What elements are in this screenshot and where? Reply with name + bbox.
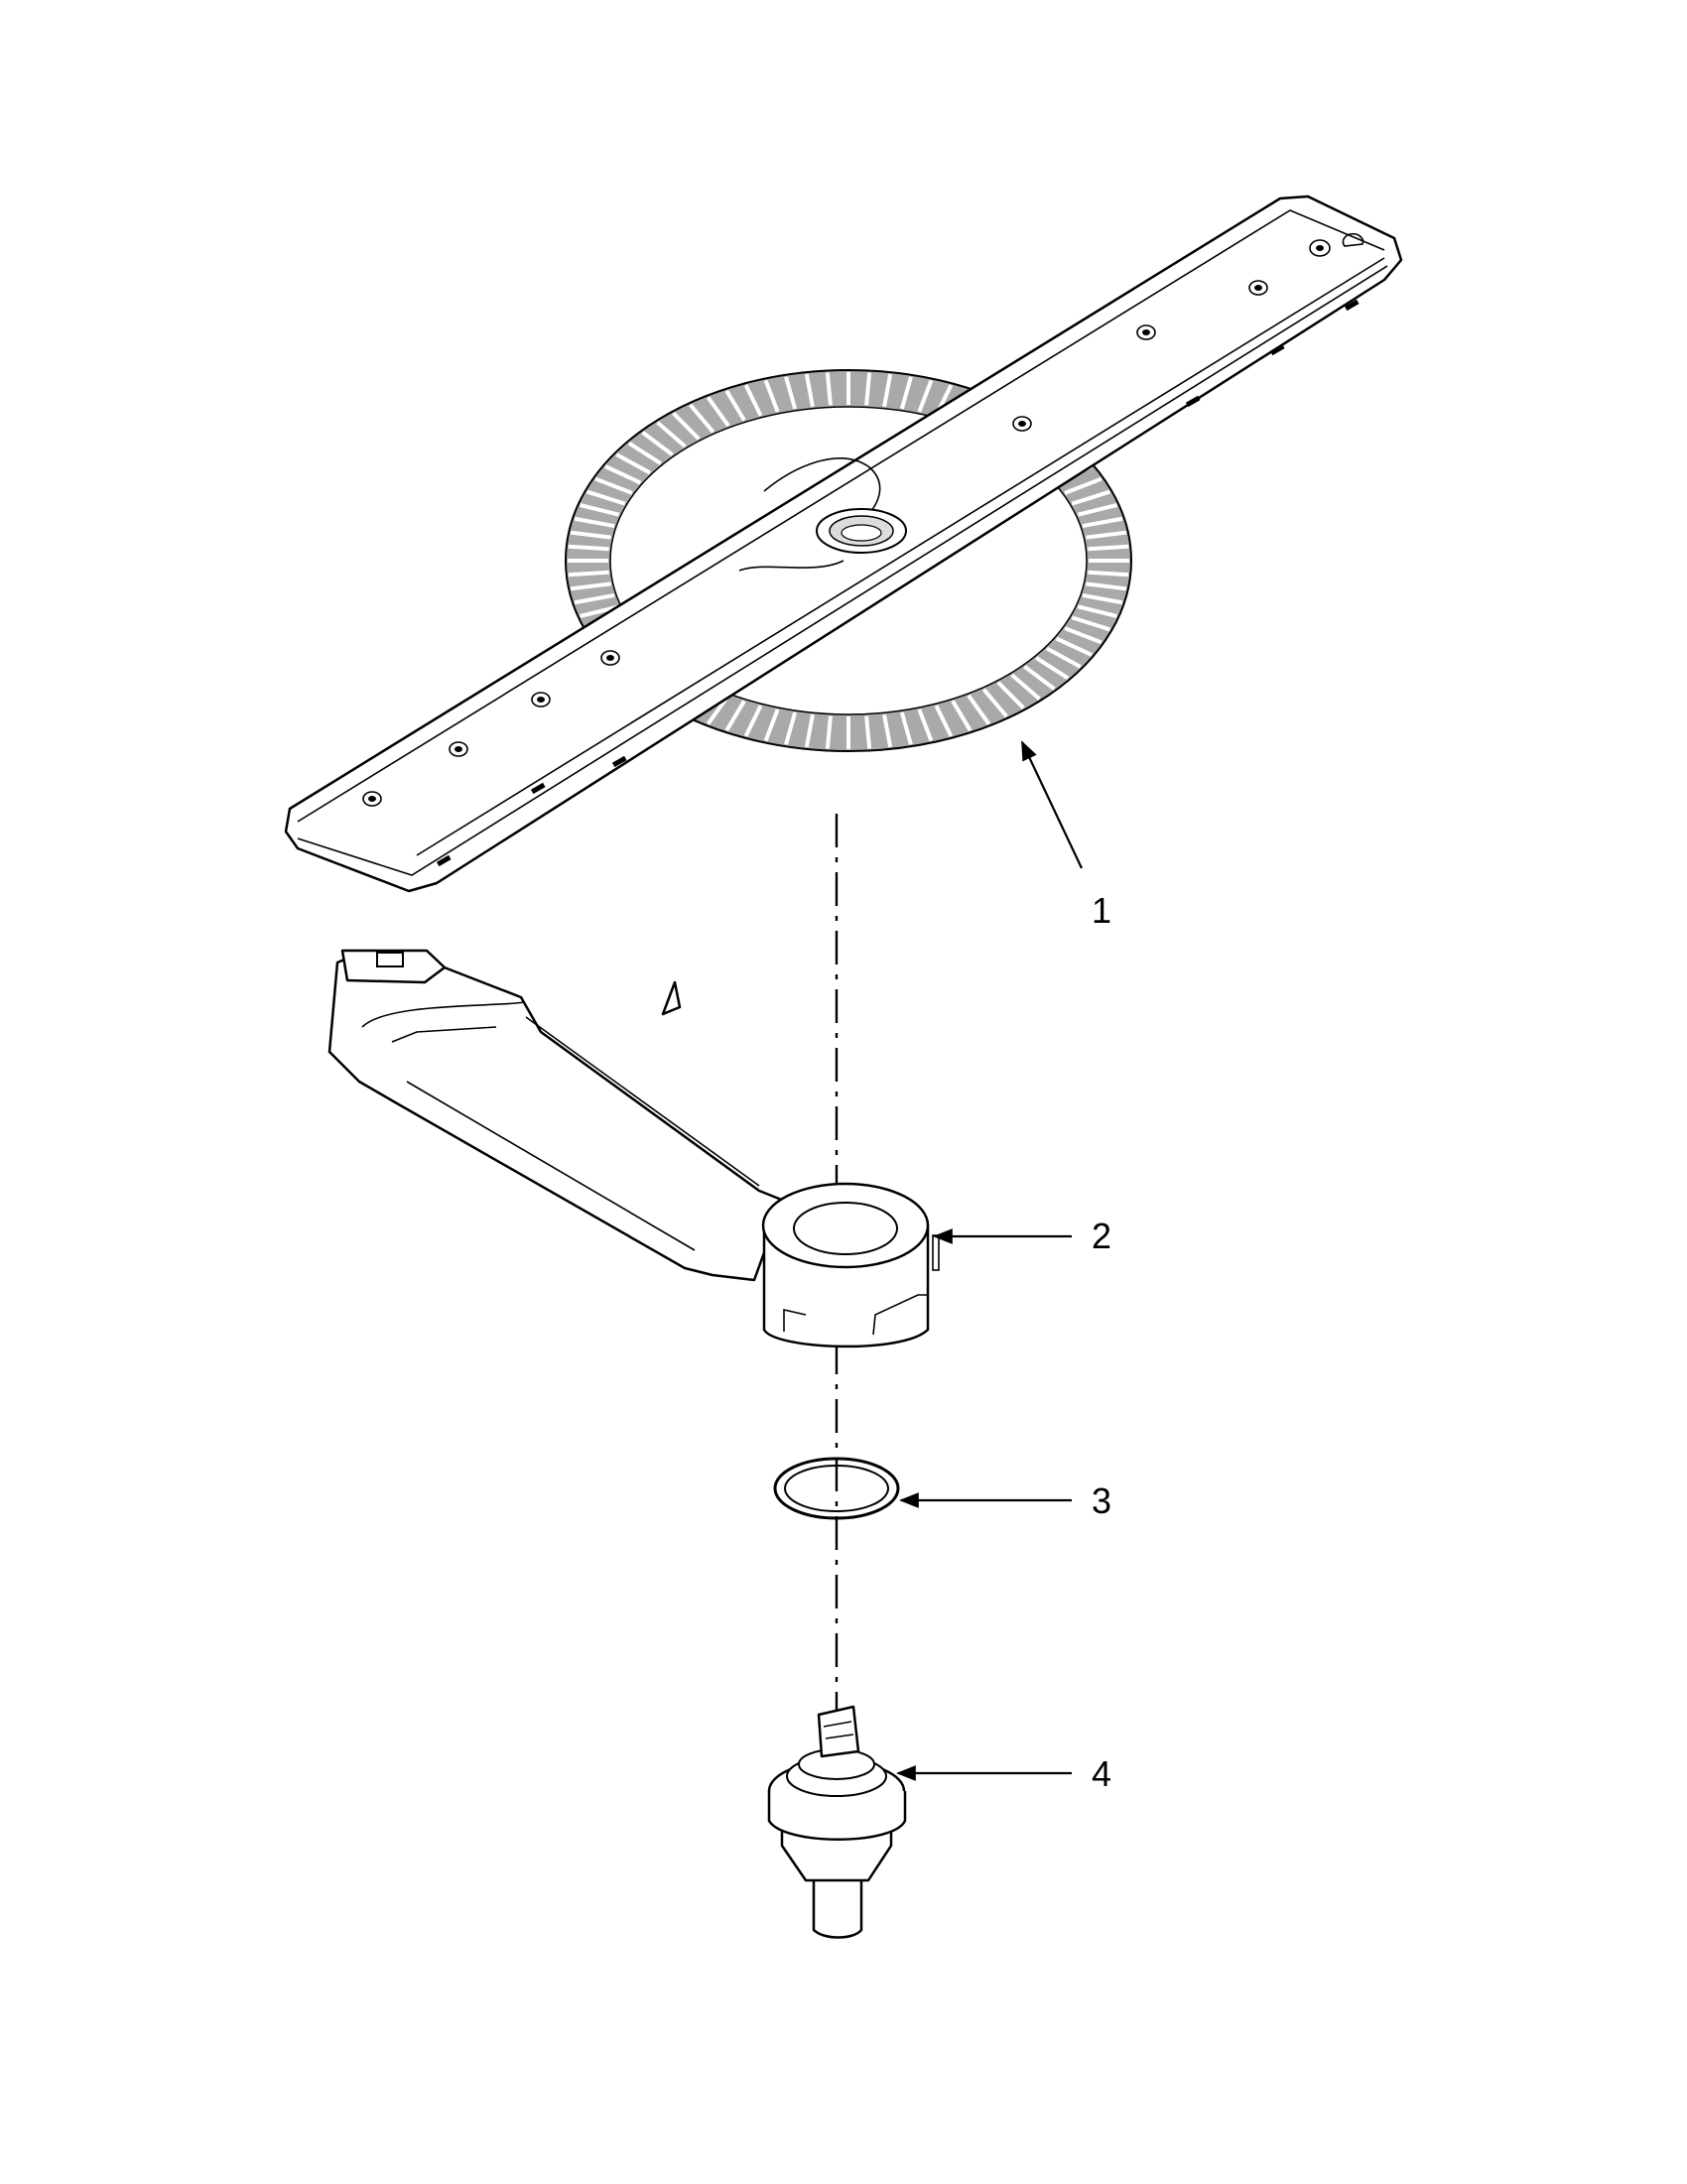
gear-tooth (1071, 489, 1111, 506)
gear-tooth (568, 544, 609, 552)
gear-tooth (1086, 530, 1127, 540)
seal-ring-part (773, 1457, 900, 1520)
gear-tooth (934, 705, 954, 737)
gear-tooth (604, 464, 642, 485)
manifold-ring (761, 1182, 940, 1349)
callout-1: 1 (1092, 890, 1111, 931)
gear-tooth (1077, 604, 1117, 618)
gear-tooth (641, 431, 674, 456)
gear-tooth (1088, 544, 1129, 552)
gear-tooth (825, 715, 833, 749)
gear-tooth (899, 376, 913, 410)
spray-arm-part (284, 194, 1403, 893)
gear-tooth (580, 503, 620, 517)
gear-tooth (1035, 656, 1070, 681)
gear-tooth (804, 713, 815, 748)
leader-lines (896, 740, 1083, 1781)
gear-tooth (967, 694, 991, 725)
gear-tooth (743, 705, 763, 737)
gear-tooth (917, 708, 934, 742)
gear-tooth (1064, 476, 1103, 495)
gear-tooth (1077, 503, 1117, 517)
callout-3: 3 (1092, 1480, 1111, 1521)
callout-labels: 1 2 3 4 (1092, 890, 1111, 1794)
gear-tooth (724, 389, 746, 422)
nozzle-holes (362, 232, 1364, 807)
gear-tooth (804, 373, 815, 408)
gear-tooth (1055, 636, 1093, 657)
callout-2: 2 (1092, 1216, 1111, 1256)
gear-tooth (570, 530, 611, 540)
gear-tooth (574, 516, 615, 529)
gear-tooth (1082, 592, 1123, 605)
gear-tooth (917, 379, 934, 413)
gear-tooth (784, 711, 798, 745)
gear-tooth (951, 700, 973, 732)
gear-tooth (568, 570, 609, 578)
gear-tooth (899, 711, 913, 745)
gear-tooth (627, 441, 662, 465)
gear-tooth (882, 373, 893, 408)
gear-tooth (585, 489, 626, 506)
gear-tooth (996, 681, 1025, 709)
gear-tooth (706, 396, 730, 428)
gear-tooth (672, 412, 701, 441)
gear-tooth (1082, 516, 1123, 529)
gear-tooth (825, 372, 833, 406)
gear-tooth (570, 581, 611, 591)
gear-tooth (1010, 673, 1041, 701)
gear-tooth (743, 384, 763, 417)
gear-tooth (763, 379, 780, 413)
gear-tooth (1086, 581, 1127, 591)
gear-tooth (615, 452, 652, 475)
gear-tooth (864, 372, 872, 406)
gear-tooth (864, 715, 872, 749)
gear-tooth (1023, 665, 1056, 691)
gear-tooth (1071, 615, 1111, 632)
gear-tooth (882, 713, 893, 748)
gear-tooth (981, 688, 1008, 718)
gear-tooth (784, 376, 798, 410)
gear-tooth (724, 700, 746, 732)
leader-line-1 (1021, 740, 1083, 869)
gear-tooth (580, 604, 620, 618)
gear-tooth (656, 421, 687, 449)
gear-tooth (1064, 626, 1103, 645)
gear-tooth (574, 592, 615, 605)
gear-tooth (1045, 646, 1082, 669)
spray-arm-body (284, 194, 1403, 893)
gear-tooth (689, 403, 715, 434)
callout-4: 4 (1092, 1753, 1111, 1794)
gear-tooth (763, 708, 780, 742)
side-slots (436, 299, 1360, 867)
manifold-part (327, 949, 940, 1349)
gear-tooth (1088, 570, 1129, 578)
hub-bearing-part (767, 1705, 907, 1939)
gear-tooth (594, 476, 633, 495)
